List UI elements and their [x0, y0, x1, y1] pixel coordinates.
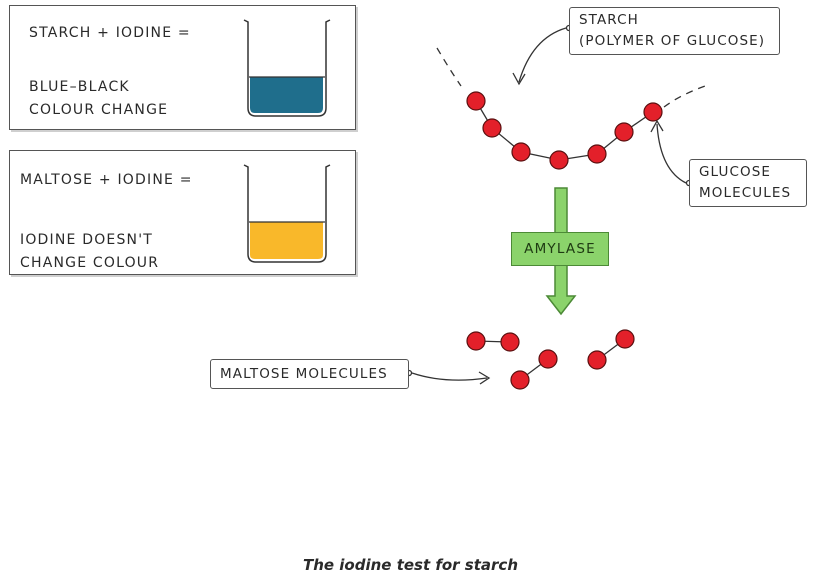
starch-pointer-arrow	[512, 24, 573, 86]
maltose-glucose-unit	[538, 349, 558, 369]
maltose-glucose-unit	[510, 370, 530, 390]
maltose-pointer-arrow	[405, 369, 491, 385]
glucose-molecules-chain	[466, 91, 663, 170]
maltose-glucose-unit	[466, 331, 486, 351]
glucose-molecule	[549, 150, 569, 170]
figure-caption: The iodine test for starch	[302, 556, 518, 574]
glucose-molecule	[482, 118, 502, 138]
glucose-label-line1: GLUCOSE	[699, 164, 772, 180]
starch-label: STARCH (POLYMER OF GLUCOSE)	[569, 7, 780, 55]
beaker-liquid-orange	[250, 222, 323, 259]
maltose-test-line3: CHANGE COLOUR	[20, 255, 160, 271]
starch-label-line2: (POLYMER OF GLUCOSE)	[579, 33, 766, 49]
glucose-label-line2: MOLECULES	[699, 185, 792, 201]
maltose-glucose-unit	[615, 329, 635, 349]
maltose-test-line2: IODINE DOESN'T	[20, 232, 154, 248]
maltose-label: MALTOSE MOLECULES	[210, 359, 409, 389]
beaker-orange	[243, 164, 331, 263]
glucose-pointer-arrow	[650, 119, 693, 187]
starch-label-line1: STARCH	[579, 12, 639, 28]
glucose-molecule	[643, 102, 663, 122]
glucose-molecule	[511, 142, 531, 162]
glucose-molecule	[614, 122, 634, 142]
starch-test-line1: STARCH + IODINE =	[29, 25, 191, 41]
beaker-liquid-blue	[250, 77, 323, 113]
beaker-blue-black	[243, 19, 331, 117]
maltose-molecules	[466, 329, 635, 390]
starch-test-line3: COLOUR CHANGE	[29, 102, 169, 118]
glucose-label: GLUCOSE MOLECULES	[689, 159, 807, 207]
amylase-label: AMYLASE	[511, 232, 609, 266]
starch-test-line2: BLUE–BLACK	[29, 79, 130, 95]
glucose-molecule	[587, 144, 607, 164]
glucose-molecule	[466, 91, 486, 111]
maltose-glucose-unit	[500, 332, 520, 352]
maltose-test-line1: MALTOSE + IODINE =	[20, 172, 193, 188]
maltose-glucose-unit	[587, 350, 607, 370]
